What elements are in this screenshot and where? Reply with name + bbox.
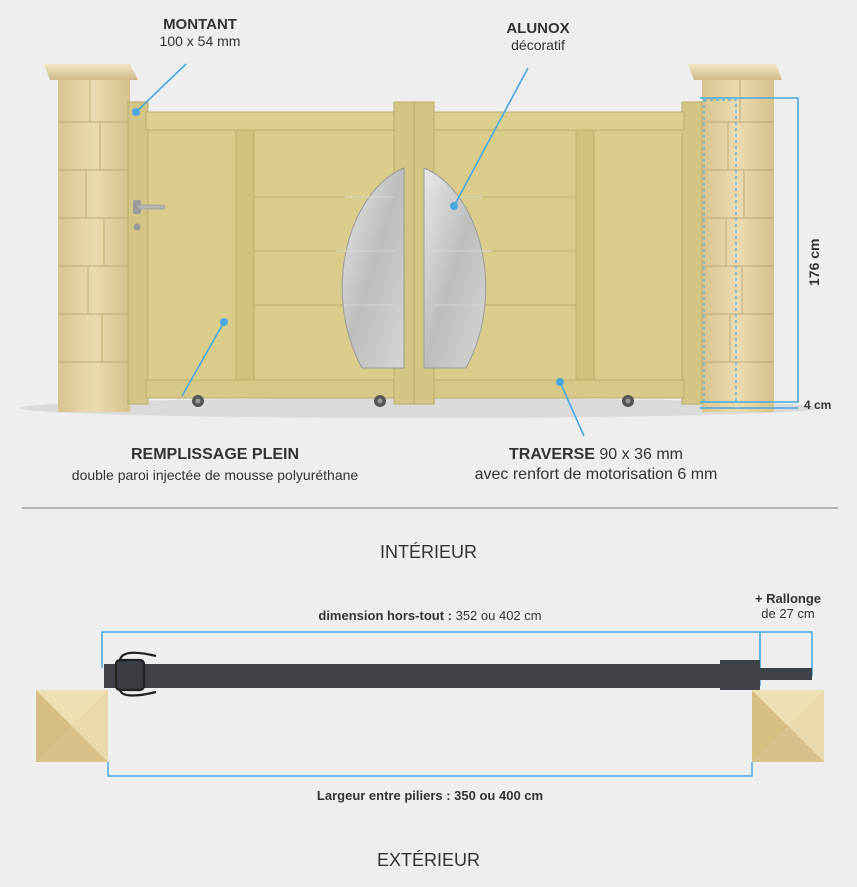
rallonge-label: + Rallonge de 27 cm bbox=[738, 591, 838, 621]
left-pillar bbox=[44, 64, 138, 412]
traverse-dimension: 90 x 36 mm bbox=[594, 446, 683, 463]
traverse-label: TRAVERSE 90 x 36 mm avec renfort de moto… bbox=[436, 446, 756, 484]
remplissage-title: REMPLISSAGE PLEIN bbox=[130, 446, 300, 463]
remplissage-subtitle: double paroi injectée de mousse polyurét… bbox=[71, 467, 359, 483]
height-dimension: 176 cm bbox=[806, 238, 822, 286]
montant-dimension: 100 x 54 mm bbox=[159, 33, 241, 49]
alunox-subtitle: décoratif bbox=[511, 37, 565, 53]
plan-right-pillar bbox=[752, 690, 824, 762]
traverse-subtitle: avec renfort de motorisation 6 mm bbox=[474, 466, 718, 483]
hinge-icon bbox=[114, 651, 157, 697]
foot-dimension: 4 cm bbox=[804, 398, 832, 412]
interieur-heading: INTÉRIEUR bbox=[379, 542, 477, 562]
alunox-label: ALUNOX décoratif bbox=[478, 20, 598, 53]
alunox-title: ALUNOX bbox=[506, 20, 570, 37]
largeur-label: Largeur entre piliers : 350 ou 400 cm bbox=[316, 788, 544, 803]
traverse-title: TRAVERSE bbox=[509, 446, 595, 463]
montant-label: MONTANT 100 x 54 mm bbox=[140, 16, 260, 49]
handle-icon bbox=[133, 200, 166, 231]
annotation-lines bbox=[135, 63, 799, 437]
plan-view bbox=[36, 631, 824, 777]
remplissage-label: REMPLISSAGE PLEIN double paroi injectée … bbox=[20, 446, 410, 483]
plan-left-pillar bbox=[36, 690, 108, 762]
hors-tout-value: 352 ou 402 cm bbox=[451, 608, 542, 623]
right-pillar bbox=[688, 64, 782, 412]
hors-tout-title: dimension hors-tout : bbox=[318, 608, 452, 623]
montant-title: MONTANT bbox=[163, 16, 237, 33]
hors-tout-label: dimension hors-tout : 352 ou 402 cm bbox=[230, 608, 630, 623]
exterieur-heading: EXTÉRIEUR bbox=[376, 850, 481, 870]
alunox-decor bbox=[341, 167, 405, 369]
rallonge-value: de 27 cm bbox=[761, 606, 815, 621]
rallonge-title: + Rallonge bbox=[754, 591, 822, 606]
gate-rail bbox=[104, 664, 758, 688]
gate bbox=[127, 101, 703, 407]
